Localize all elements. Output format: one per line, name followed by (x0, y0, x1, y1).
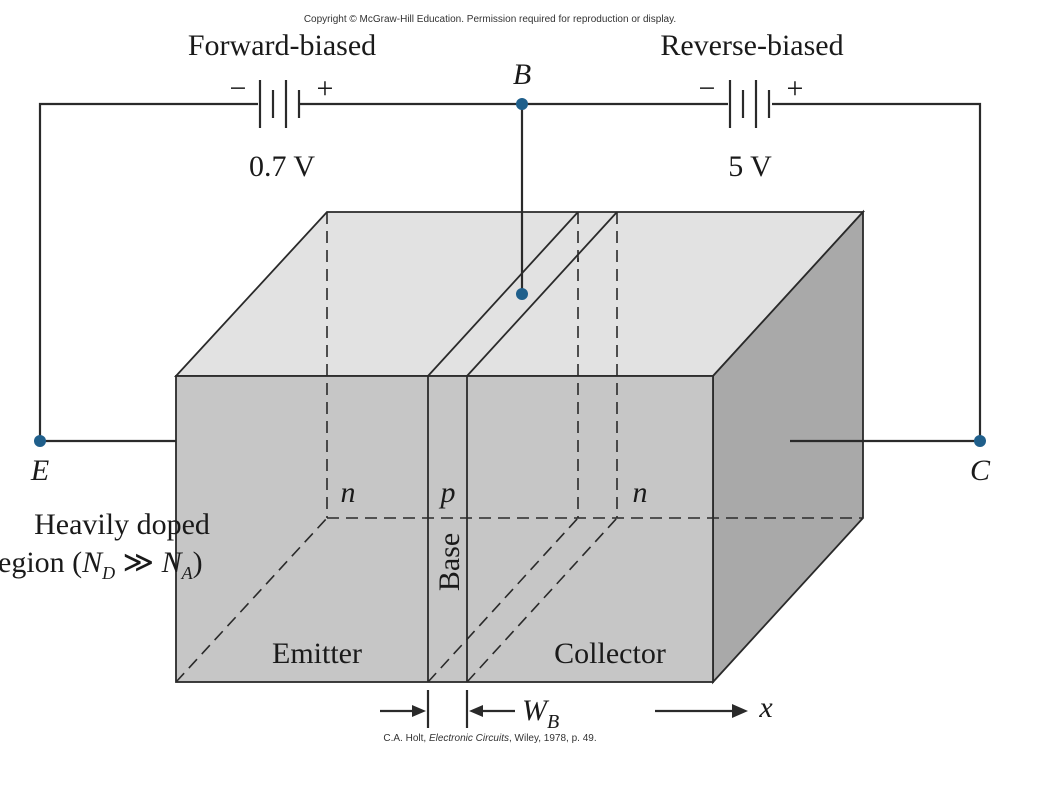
base-terminal-label: B (513, 58, 531, 91)
collector-terminal-label: C (970, 454, 991, 487)
circuit-wires (38, 102, 982, 443)
wb-arrow-left-head (412, 705, 426, 717)
reverse-bias-label: Reverse-biased (660, 29, 843, 62)
base-region-label: Base (433, 533, 466, 591)
wire-collector-right (772, 102, 982, 443)
wire-emitter-left (38, 102, 258, 443)
emitter-terminal-label: E (30, 454, 49, 487)
terminal-dot-collector (974, 435, 986, 447)
x-axis-label: x (758, 691, 773, 724)
reverse-minus-sign: − (699, 72, 716, 105)
forward-voltage-label: 0.7 V (249, 150, 315, 183)
width-dimension (380, 690, 515, 728)
reverse-voltage-label: 5 V (728, 150, 772, 183)
battery-reverse (728, 80, 771, 128)
copyright-notice: Copyright © McGraw-Hill Education. Permi… (304, 14, 676, 25)
emitter-region-label: Emitter (272, 637, 362, 670)
collector-region-label: Collector (554, 637, 666, 670)
forward-plus-sign: + (317, 72, 334, 105)
collector-doping-type: n (633, 476, 648, 509)
x-axis-head (732, 704, 748, 718)
battery-forward (258, 80, 301, 128)
semiconductor-block (173, 209, 866, 685)
base-slice-top-left (427, 211, 579, 377)
block-front-face (175, 375, 714, 683)
terminal-dot-base (516, 98, 528, 110)
base-doping-type: p (439, 476, 456, 509)
reverse-plus-sign: + (787, 72, 804, 105)
emitter-doping-type: n (341, 476, 356, 509)
wb-arrow-right-head (469, 705, 483, 717)
source-citation: C.A. Holt, Electronic Circuits, Wiley, 1… (383, 733, 596, 744)
base-width-label: WB (522, 694, 559, 733)
doping-annotation-line2: egion (ND ≫ NA) (0, 546, 203, 583)
base-slice-top-right (466, 211, 618, 377)
forward-minus-sign: − (230, 72, 247, 105)
terminal-dot-emitter (34, 435, 46, 447)
forward-bias-label: Forward-biased (188, 29, 376, 62)
x-axis-arrow (655, 704, 748, 718)
terminal-dot-base-contact (516, 288, 528, 300)
doping-annotation-line1: Heavily doped (34, 508, 210, 541)
